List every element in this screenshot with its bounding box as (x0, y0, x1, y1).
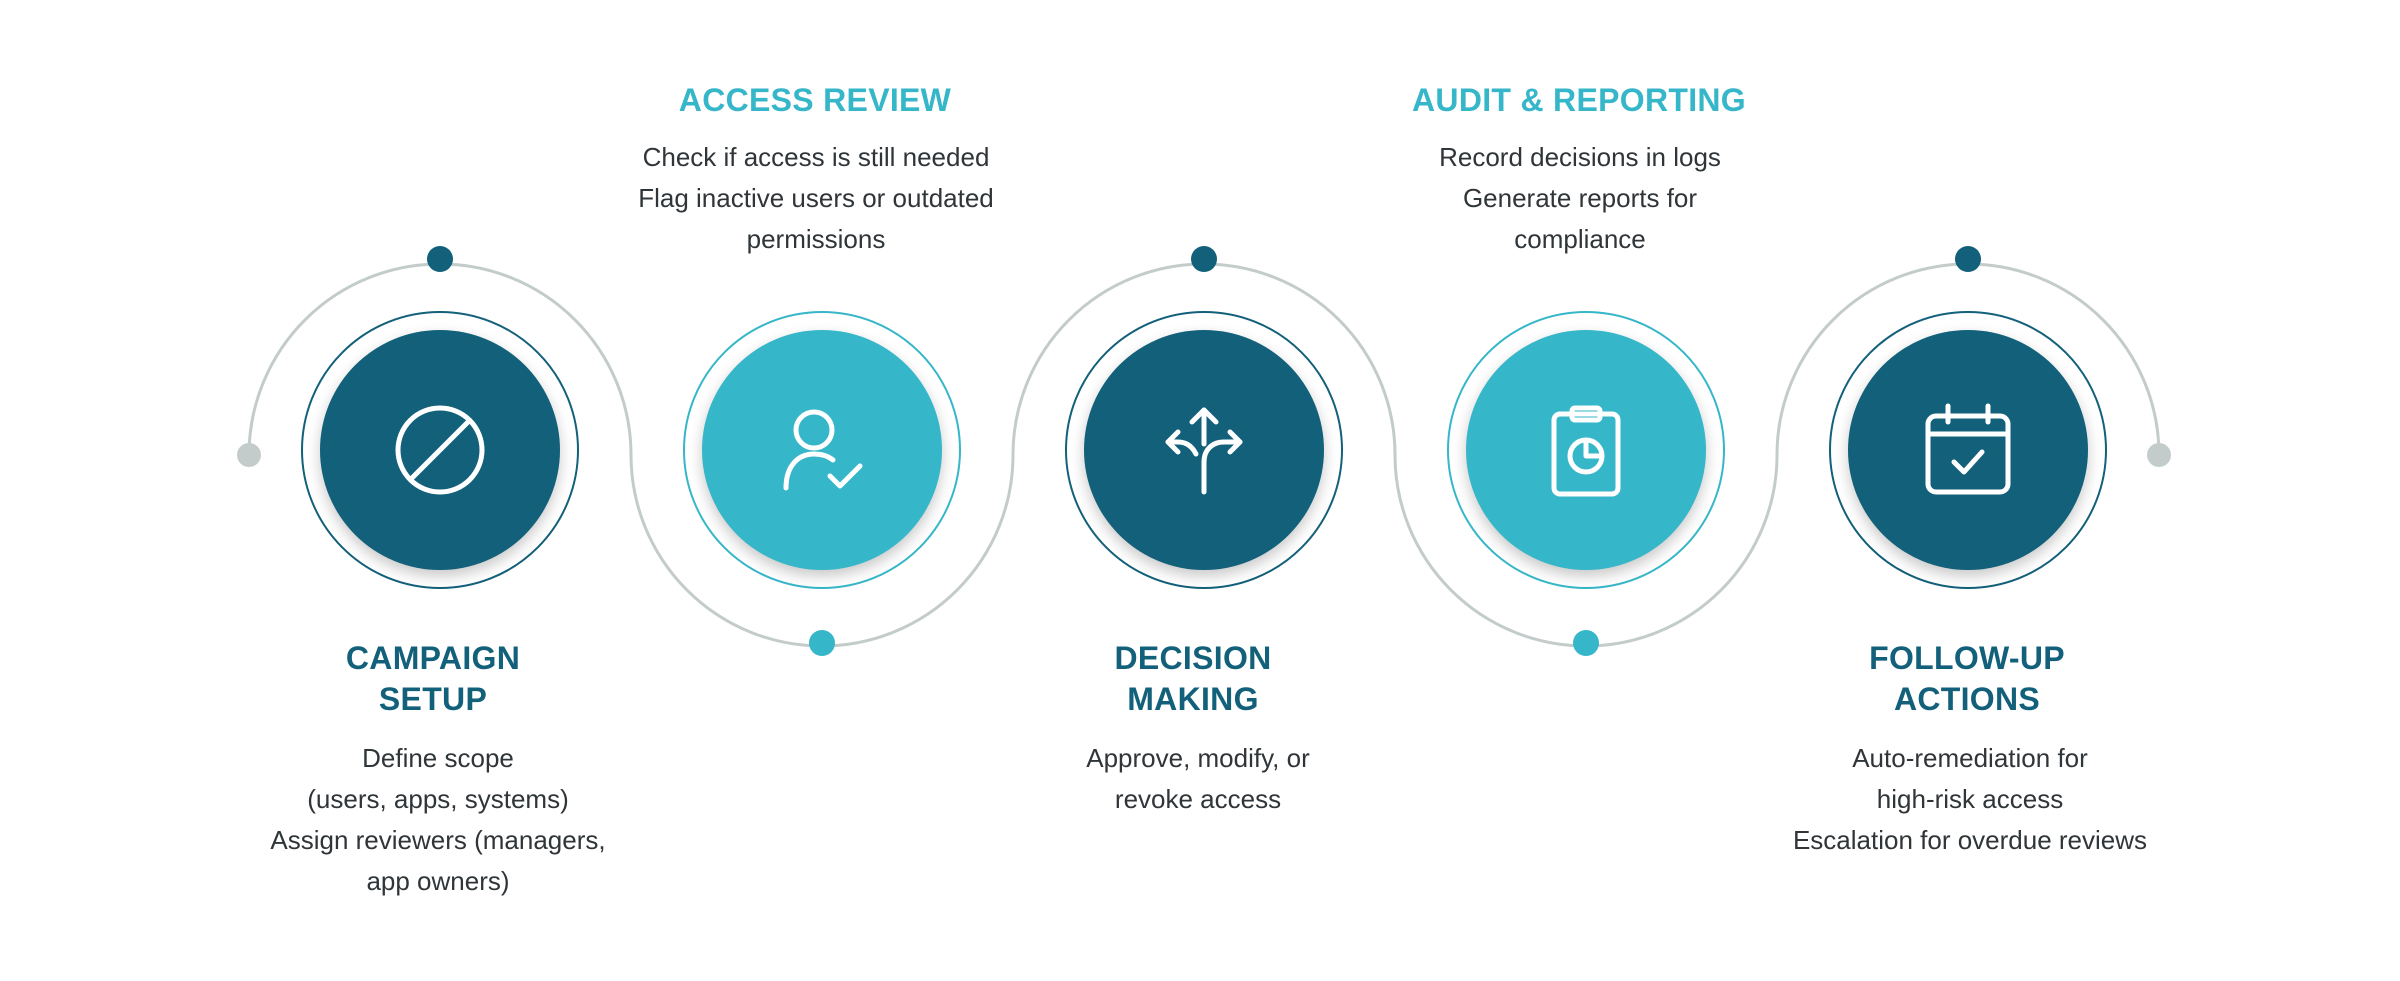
description-line: Approve, modify, or (1086, 743, 1310, 773)
step-title: CAMPAIGN SETUP (223, 638, 643, 720)
step-circle (1466, 330, 1706, 570)
path-dot-top-3 (1955, 246, 1981, 272)
description-line: app owners) (366, 866, 510, 896)
description-line: high-risk access (1876, 784, 2064, 814)
step-title-line: ACCESS REVIEW (678, 82, 952, 118)
description-line: revoke access (1114, 784, 1282, 814)
step-ring (683, 311, 961, 589)
user-check-icon (783, 409, 863, 491)
description-line: Record decisions in logs (1439, 142, 1721, 172)
split-arrows-icon (1165, 407, 1243, 495)
step-title-line: MAKING (1127, 681, 1259, 717)
description-line: (users, apps, systems) (307, 784, 569, 814)
step-title: DECISION MAKING (983, 638, 1403, 720)
step-title: FOLLOW-UP ACTIONS (1757, 638, 2177, 720)
description-line: Flag inactive users or outdated (638, 183, 994, 213)
description-line: Auto-remediation for (1852, 743, 2088, 773)
step-title-line: AUDIT & REPORTING (1412, 82, 1746, 118)
description-line: Assign reviewers (managers, (270, 825, 606, 855)
step-description: Record decisions in logs Generate report… (1350, 137, 1810, 260)
description-line: compliance (1514, 224, 1646, 254)
step-ring (1065, 311, 1343, 589)
clipboard-chart-icon (1551, 405, 1621, 497)
step-ring (1447, 311, 1725, 589)
step-description: Approve, modify, or revoke access (968, 738, 1428, 820)
step-ring (301, 311, 579, 589)
path-dot-bottom-2 (1573, 630, 1599, 656)
description-line: Define scope (362, 743, 514, 773)
step-description: Auto-remediation for high-risk access Es… (1740, 738, 2200, 861)
step-description: Check if access is still needed Flag ina… (586, 137, 1046, 260)
step-title-line: SETUP (378, 681, 488, 717)
step-title-line: DECISION (1114, 640, 1272, 676)
step-title: AUDIT & REPORTING (1369, 80, 1789, 121)
step-circle (1848, 330, 2088, 570)
step-description: Define scope (users, apps, systems) Assi… (208, 738, 668, 902)
prohibited-circle-icon (395, 405, 485, 495)
step-circle (320, 330, 560, 570)
path-dot-bottom-1 (809, 630, 835, 656)
path-dot-top-1 (427, 246, 453, 272)
path-end-dot-left (237, 443, 261, 467)
step-title-line: CAMPAIGN (345, 640, 521, 676)
path-dot-top-2 (1191, 246, 1217, 272)
step-title-line: FOLLOW-UP (1869, 640, 2065, 676)
description-line: permissions (746, 224, 886, 254)
calendar-check-icon (1925, 403, 2011, 495)
description-line: Check if access is still needed (642, 142, 990, 172)
step-title-line: ACTIONS (1893, 681, 2041, 717)
step-circle (1084, 330, 1324, 570)
step-title: ACCESS REVIEW (605, 80, 1025, 121)
description-line: Generate reports for (1462, 183, 1698, 213)
path-end-dot-right (2147, 443, 2171, 467)
step-circle (702, 330, 942, 570)
description-line: Escalation for overdue reviews (1792, 825, 2148, 855)
step-ring (1829, 311, 2107, 589)
